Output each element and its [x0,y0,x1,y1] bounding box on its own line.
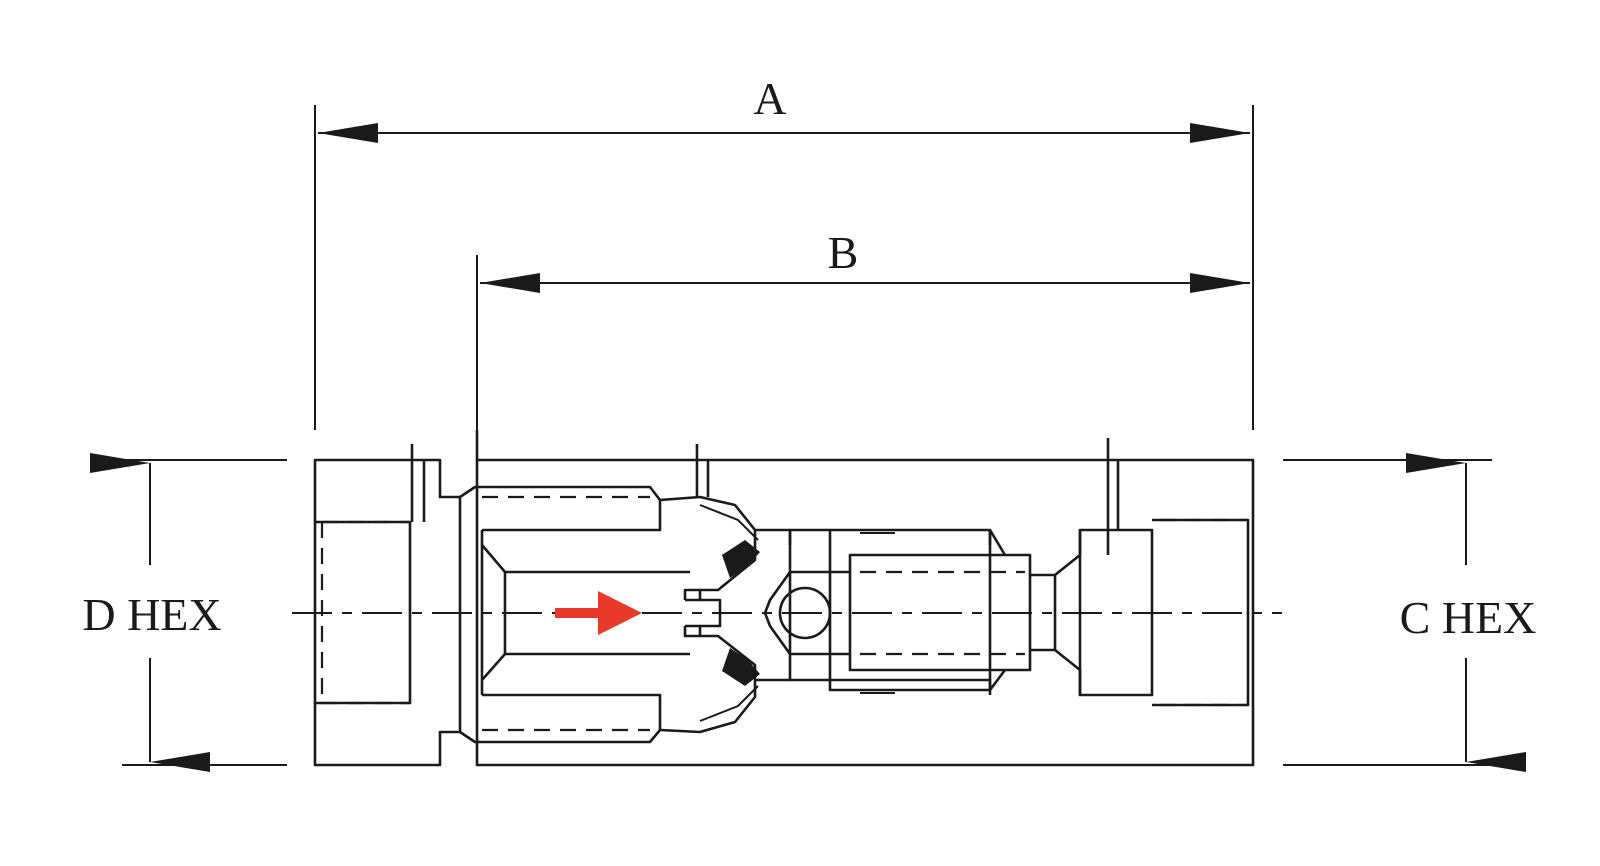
bore-upper-taper [481,544,690,574]
dimension-a: A [314,73,1254,430]
seat-bevel-upper [699,504,759,541]
dimension-label-d-hex: D HEX [82,589,221,640]
o-ring-upper [722,540,760,578]
inlet-sleeve-lower [459,693,662,744]
outlet-neck-upper [1030,530,1082,577]
flow-arrow-icon [555,591,642,635]
o-ring-lower [722,648,760,686]
outlet-neck-lower [1030,648,1082,695]
bore-lower-taper [481,652,690,681]
spring-housing [828,530,992,692]
outlet-land [1078,528,1154,697]
dimension-d-hex: D HEX [82,453,287,772]
spring-retainer [848,553,1032,672]
inlet-sleeve-upper [459,485,662,532]
housing-chamfer [988,529,1007,691]
seat-bevel-lower [699,685,759,722]
poppet-stem [755,528,792,682]
main-body-outline [475,458,1255,767]
dimension-b: B [476,227,1250,430]
seat-upper [659,495,757,600]
valve-body [313,430,1255,767]
dimension-label-a: A [753,73,786,124]
dimension-label-b: B [828,227,859,278]
poppet-cone [763,571,792,655]
dimension-label-c-hex: C HEX [1400,592,1537,643]
dimension-c-hex: C HEX [1283,453,1537,772]
poppet-tip [700,598,722,628]
